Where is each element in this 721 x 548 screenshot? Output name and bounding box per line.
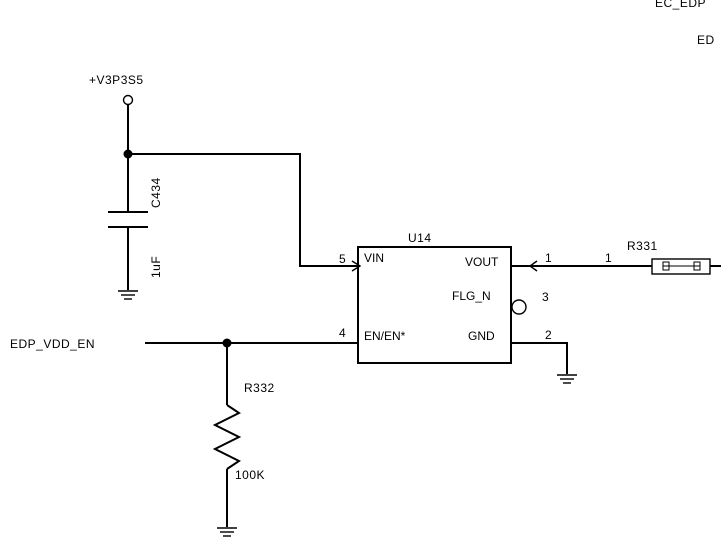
ground-symbol-capacitor [118, 290, 138, 300]
flg-pin-number: 3 [542, 290, 549, 304]
power-connector [122, 94, 134, 106]
en-pin-name: EN/EN* [364, 329, 406, 343]
ground-symbol-ic [557, 374, 577, 384]
en-pin-number: 4 [339, 326, 346, 340]
r331-pin-number: 1 [605, 251, 612, 265]
vin-pin-number: 5 [339, 252, 346, 266]
vin-pin-name: VIN [364, 251, 384, 265]
capacitor-value: 1uF [149, 256, 163, 278]
net-label-ed: ED [697, 33, 715, 47]
r332-ref: R332 [244, 381, 275, 395]
r332-resistor-body [212, 404, 242, 470]
gnd-wire [511, 342, 568, 374]
vout-pin-name: VOUT [465, 255, 499, 269]
capacitor-ref: C434 [149, 177, 163, 208]
power-net-label: +V3P3S5 [89, 73, 144, 87]
flg-pin-name: FLG_N [452, 289, 491, 303]
r331-ref: R331 [627, 239, 658, 253]
r331-resistor-body [651, 258, 711, 275]
gnd-pin-name: GND [468, 329, 495, 343]
gnd-pin-number: 2 [545, 328, 552, 342]
ic-ref: U14 [408, 231, 432, 245]
ground-symbol-r332 [217, 527, 237, 537]
vout-pin-number: 1 [545, 251, 552, 265]
vin-pin-arrow [351, 260, 362, 272]
vin-wire [128, 153, 360, 267]
vout-pin-arrow [528, 260, 538, 272]
ic-u14-body [357, 246, 512, 364]
r332-value: 100K [235, 468, 265, 482]
enable-net-label: EDP_VDD_EN [10, 337, 95, 351]
net-label-ec-edp: EC_EDP [655, 0, 706, 10]
flg-open-drain-bubble [511, 299, 527, 315]
